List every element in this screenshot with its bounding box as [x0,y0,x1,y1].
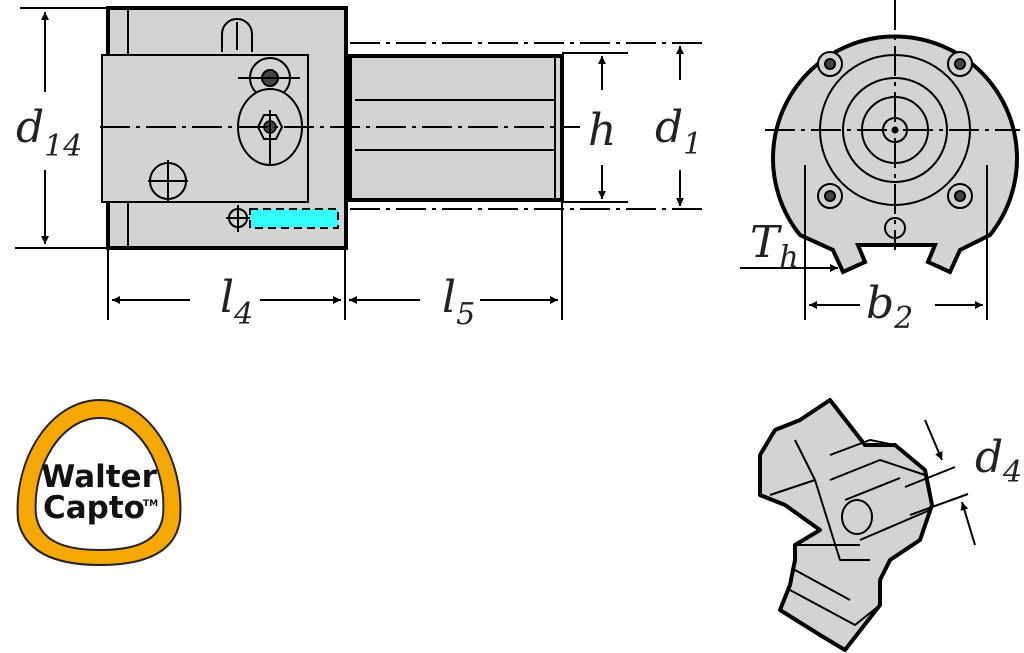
iso-view [758,398,976,652]
label-h: h [588,105,616,156]
front-view [740,0,1020,320]
coolant-channel [249,208,339,229]
label-d1: d1 [655,102,702,162]
label-b2: b2 [866,278,913,336]
logo-tm: TM [143,499,158,509]
logo-line2: Capto [43,490,145,526]
label-l5: l5 [442,272,475,332]
label-l4: l4 [220,272,253,332]
walter-capto-logo: Walter Capto TM [16,398,182,567]
dimension-lines [15,7,708,320]
label-d4: d4 [975,432,1022,490]
logo-line1: Walter [41,459,157,495]
label-Th: Th [750,217,799,275]
label-d14: d14 [16,102,82,164]
